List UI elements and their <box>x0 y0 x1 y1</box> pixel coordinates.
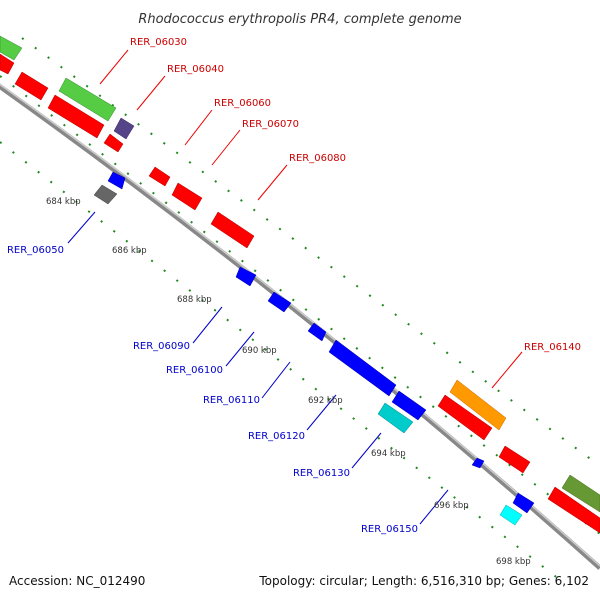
gene-arrow-gray-rer06050 <box>93 184 118 205</box>
gene-arrow-blue-rer06150 <box>512 492 535 514</box>
gene-features <box>0 35 600 534</box>
gene-arrow-red-2 <box>14 71 49 101</box>
topology-text: Topology: circular; Length: 6,516,310 bp… <box>258 574 589 588</box>
gene-arrow-blue-rer06100 <box>267 291 292 313</box>
gene-label-rer06120: RER_06120 <box>248 431 305 442</box>
tick-label-692kbp: 692 kbp <box>308 396 343 406</box>
leader-rer06130 <box>351 432 382 469</box>
gene-arrow-green-rer06030 <box>58 77 117 122</box>
gene-arrow-red-1 <box>0 53 15 75</box>
gene-arrow-red-rer06070 <box>171 182 203 211</box>
gene-label-rer06130: RER_06130 <box>293 468 350 479</box>
gene-arrow-blue-3 <box>471 457 485 469</box>
tick-label-694kbp: 694 kbp <box>371 449 406 459</box>
gene-arrow-slate-rer06040 <box>113 117 135 140</box>
track-lines <box>0 37 600 581</box>
leader-rer06110 <box>261 361 291 399</box>
gene-arrow-red-rer06080 <box>210 211 255 249</box>
leader-rer06050 <box>67 211 96 244</box>
leader-rer06150 <box>419 489 449 525</box>
leader-rer06030 <box>99 49 129 85</box>
leader-rer06140 <box>491 351 523 389</box>
genome-backbone <box>0 83 600 570</box>
tick-label-684kbp: 684 kbp <box>46 197 81 207</box>
gene-arrow-cyan-rer06130 <box>377 402 414 434</box>
gene-label-rer06100: RER_06100 <box>166 365 223 376</box>
gene-arrow-red-4 <box>103 133 124 153</box>
gene-arrow-blue-rer06090 <box>235 266 257 287</box>
gene-arrow-blue-rer06120 <box>328 339 397 397</box>
gene-label-rer06070: RER_06070 <box>242 119 299 130</box>
tick-label-696kbp: 696 kbp <box>434 501 469 511</box>
gene-label-rer06140: RER_06140 <box>524 342 581 353</box>
gene-label-rer06030: RER_06030 <box>130 37 187 48</box>
gene-label-rer06040: RER_06040 <box>167 64 224 75</box>
leader-rer06100 <box>225 331 255 367</box>
gene-label-rer06110: RER_06110 <box>203 395 260 406</box>
tick-label-686kbp: 686 kbp <box>112 246 147 256</box>
gene-arrow-blue-1 <box>107 171 126 190</box>
leader-rer06120 <box>306 394 337 431</box>
leader-rer06040 <box>136 75 166 111</box>
gene-label-rer06050: RER_06050 <box>7 245 64 256</box>
gene-label-rer06090: RER_06090 <box>133 341 190 352</box>
gene-arrow-red-3 <box>47 94 105 139</box>
gene-arrow-orange-rer06140 <box>449 379 507 431</box>
gene-arrow-green-1 <box>0 35 23 61</box>
tick-label-698kbp: 698 kbp <box>496 557 531 567</box>
gene-arrow-red-6 <box>498 445 531 474</box>
gene-arrow-red-7 <box>547 486 600 534</box>
gene-label-rer06080: RER_06080 <box>289 153 346 164</box>
track-line-middle <box>0 75 600 535</box>
accession-text: Accession: NC_012490 <box>9 574 145 588</box>
gene-arrow-red-rer06060 <box>148 166 171 187</box>
gene-arrow-red-5 <box>437 394 493 441</box>
genome-title: Rhodococcus erythropolis PR4, complete g… <box>138 12 461 27</box>
gene-label-rer06060: RER_06060 <box>214 98 271 109</box>
leader-rer06080 <box>257 164 288 201</box>
gene-label-rer06150: RER_06150 <box>361 524 418 535</box>
leader-lines <box>67 49 523 525</box>
tick-label-690kbp: 690 kbp <box>242 346 277 356</box>
leader-rer06090 <box>192 306 223 344</box>
gene-arrow-cyan-2 <box>499 504 523 526</box>
gene-arrow-olive <box>561 474 600 513</box>
leader-rer06070 <box>211 129 241 166</box>
gene-arrow-blue-2 <box>391 390 427 421</box>
track-line-inner <box>0 141 561 581</box>
tick-label-688kbp: 688 kbp <box>177 295 212 305</box>
leader-rer06060 <box>184 109 213 146</box>
gene-arrow-blue-rer06110 <box>307 322 327 342</box>
genome-backbone-highlight <box>0 83 600 567</box>
